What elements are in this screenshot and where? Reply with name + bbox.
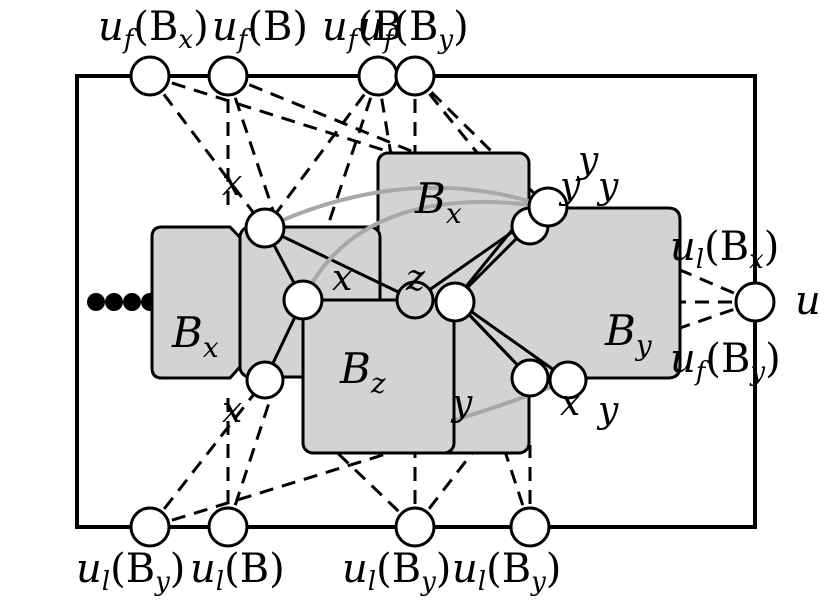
node-inner-3 xyxy=(548,360,588,400)
bottom-label-1: ul(By) xyxy=(76,546,185,597)
node-bottom-1 xyxy=(129,506,171,548)
vlabel-x2: x xyxy=(332,258,352,299)
label-bx-top: Bx xyxy=(414,174,462,230)
node-right xyxy=(734,281,776,323)
node-bottom-2 xyxy=(207,506,249,548)
node-top-1 xyxy=(129,55,171,97)
vlabel-y3: y xyxy=(596,166,619,207)
vlabel-y5: y xyxy=(450,383,473,424)
vlabel-y4: y xyxy=(596,390,619,431)
block-by xyxy=(452,206,682,380)
node-top-2 xyxy=(207,55,249,97)
bottom-label-4: ul(By) xyxy=(452,546,561,597)
label-bz: Bz xyxy=(339,344,386,400)
node-z xyxy=(434,281,476,323)
block-bz xyxy=(301,298,456,455)
node-bottom-3 xyxy=(394,506,436,548)
vlabel-y1: y xyxy=(576,140,599,181)
right-label-uf: uf(By) xyxy=(670,336,781,387)
top-label-4: uf(By) xyxy=(358,4,469,55)
node-bottom-4 xyxy=(509,506,551,548)
node-x-mid xyxy=(282,279,324,321)
vlabel-x4: x xyxy=(560,383,580,424)
node-y-upper xyxy=(527,186,569,228)
vlabel-y2: y xyxy=(558,166,581,207)
node-x-upper xyxy=(244,207,286,249)
label-by: By xyxy=(604,306,653,362)
node-top-3 xyxy=(357,55,399,97)
vlabel-x3: x xyxy=(222,390,242,431)
vlabel-z: z xyxy=(405,258,426,299)
top-label-1: uf(Bx) xyxy=(98,4,209,55)
node-top-4 xyxy=(394,55,436,97)
label-bx-left: Bx xyxy=(171,308,219,364)
node-inner-2 xyxy=(510,358,550,398)
node-inner-4 xyxy=(245,360,285,400)
top-label-3: uf(B xyxy=(322,4,402,55)
right-label-u: u xyxy=(795,278,821,324)
top-label-2: uf(B) xyxy=(212,4,308,55)
bottom-label-3: ul(By) xyxy=(342,546,451,597)
vlabel-x1: x xyxy=(222,163,242,204)
bottom-label-2: ul(B) xyxy=(190,546,285,597)
node-inner-1 xyxy=(395,280,435,320)
ellipsis-dots xyxy=(87,293,159,311)
right-label-ul: ul(Bx) xyxy=(670,224,779,275)
